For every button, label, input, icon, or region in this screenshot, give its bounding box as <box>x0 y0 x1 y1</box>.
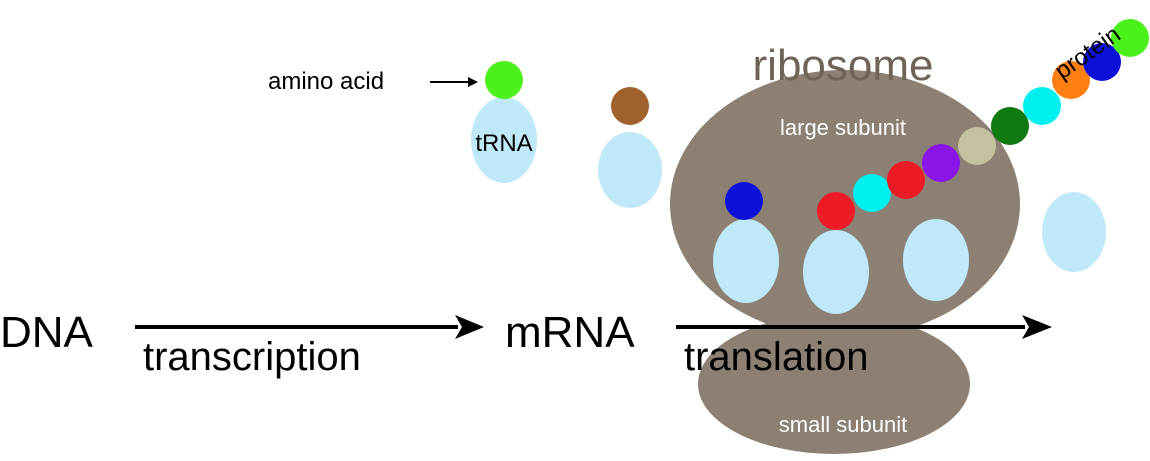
trna-site-2 <box>803 230 869 314</box>
ribosome-label: ribosome <box>753 41 934 90</box>
amino-acid-label: amino acid <box>268 68 384 95</box>
small-subunit-label: small subunit <box>779 412 907 437</box>
large-subunit-label: large subunit <box>780 115 906 140</box>
protein-amino-acid-3 <box>887 161 925 199</box>
mrna-label: mRNA <box>505 308 635 357</box>
site-1-amino-acid <box>725 182 763 220</box>
trna-label: tRNA <box>475 130 532 157</box>
incoming-trna <box>598 132 662 208</box>
protein-amino-acid-4 <box>922 144 960 182</box>
translation-label: translation <box>684 335 869 379</box>
protein-amino-acid-2 <box>853 174 891 212</box>
free-trna-amino-acid <box>485 61 523 99</box>
trna-site-1 <box>713 219 779 303</box>
protein-amino-acid-7 <box>1023 87 1061 125</box>
translation-arrow <box>676 315 1052 339</box>
protein-amino-acid-9 <box>1083 43 1121 81</box>
protein-amino-acid-6 <box>991 107 1029 145</box>
protein-amino-acid-5 <box>958 127 996 165</box>
transcription-arrow <box>135 315 484 339</box>
exiting-trna <box>1042 192 1106 272</box>
transcription-label: transcription <box>143 335 361 379</box>
protein-amino-acid-8 <box>1052 61 1090 99</box>
trna-site-3 <box>903 219 969 301</box>
dna-label: DNA <box>0 308 94 357</box>
incoming-trna-amino-acid <box>611 87 649 125</box>
amino-acid-pointer-arrow <box>430 77 478 87</box>
small-subunit-shape <box>698 314 970 454</box>
free-trna <box>471 97 537 183</box>
protein-amino-acid-10 <box>1111 19 1149 57</box>
protein-amino-acid-1 <box>817 192 855 230</box>
protein-chain <box>817 19 1149 230</box>
